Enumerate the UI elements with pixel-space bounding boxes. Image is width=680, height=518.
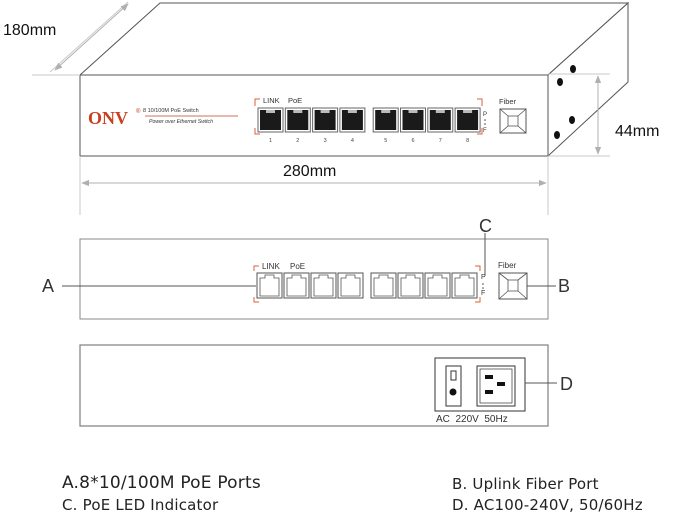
port-number: 8 (466, 138, 469, 144)
indicator-letter-p: P (483, 112, 487, 118)
ac-inlet-inner (479, 368, 513, 404)
side-screws (554, 65, 576, 139)
power-switch[interactable] (445, 365, 462, 407)
indicator-led-1 (484, 119, 486, 121)
depth-dim-label: 180mm (3, 22, 56, 39)
port-bracket-right (477, 98, 483, 135)
rear-panel-view: AC 220V 50Hz D (79, 344, 573, 427)
rj45-port (372, 107, 399, 133)
fp-rj45-port (424, 272, 451, 299)
legend-c: C. PoE LED Indicator (62, 496, 219, 514)
depth-dim-arrow (54, 3, 129, 71)
model-line: 8 10/100M PoE Switch (143, 108, 199, 114)
ac-pin-3 (485, 390, 493, 394)
fp-bracket-right (475, 265, 481, 303)
rj45-port (454, 107, 481, 133)
fiber-port (499, 108, 527, 134)
indicator-led-2 (484, 123, 486, 125)
brand-logo: ONV ® 8 10/100M PoE Switch Power over Et… (88, 108, 238, 128)
rj45-port (339, 107, 366, 133)
fp-led-label-poe: PoE (290, 262, 305, 271)
fp-port-group (256, 272, 478, 299)
front-panel-view: LINK PoE P F Fiber A B C (42, 216, 570, 320)
fp-rj45-port (283, 272, 310, 299)
power-switch-toggle (450, 370, 457, 381)
height-dim-label: 44mm (615, 123, 659, 140)
rj45-port (312, 107, 339, 133)
power-switch-dot (449, 388, 457, 396)
callout-c-letter: C (479, 216, 492, 236)
width-dim-label: 280mm (283, 163, 336, 180)
fp-rj45-port (397, 272, 424, 299)
fp-indicator-led-1 (482, 283, 484, 285)
legend-d: D. AC100-240V, 50/60Hz (452, 496, 643, 514)
fp-rj45-port (337, 272, 364, 299)
rj45-port (257, 107, 284, 133)
front-port-group: 1 2 3 4 5 6 7 8 (257, 107, 481, 144)
chassis-top-face (78, 2, 630, 76)
port-bracket-left (254, 98, 260, 135)
ac-pin-2 (497, 382, 505, 386)
callout-b-letter: B (558, 276, 570, 296)
legend-b: B. Uplink Fiber Port (452, 475, 599, 493)
fp-rj45-port (370, 272, 397, 299)
fp-indicator-led-2 (482, 287, 484, 289)
fp-rj45-port (256, 272, 283, 299)
fiber-label: Fiber (499, 97, 517, 106)
ac-pin-1 (485, 375, 493, 379)
tagline: Power over Ethernet Switch (149, 119, 213, 125)
fp-rj45-port (451, 272, 478, 299)
port-number: 1 (269, 138, 272, 144)
callout-a-letter: A (42, 276, 54, 296)
indicator-letter-f: F (483, 128, 487, 134)
fp-fiber-label: Fiber (498, 261, 517, 270)
fp-indicator-letter-p: P (481, 274, 486, 281)
power-rating-label: AC 220V 50Hz (436, 414, 508, 425)
port-number: 2 (296, 138, 299, 144)
fp-indicator-letter-f: F (481, 290, 485, 297)
port-number: 3 (324, 138, 327, 144)
port-number: 6 (412, 138, 415, 144)
rj45-port (400, 107, 426, 133)
rj45-port (284, 107, 311, 133)
fp-bracket-left (253, 265, 259, 303)
callout-d-letter: D (560, 374, 573, 394)
ac-inlet (476, 365, 516, 407)
led-label-poe: PoE (288, 96, 302, 105)
fp-fiber-port (498, 272, 528, 300)
legend-a: A.8*10/100M PoE Ports (62, 473, 261, 493)
port-number: 5 (384, 138, 387, 144)
fp-rj45-port (310, 272, 337, 299)
fp-led-label-link: LINK (262, 262, 280, 271)
isometric-view: 180mm 44mm 280mm ONV ® 8 10/100M PoE Swi… (3, 1, 659, 215)
port-number: 7 (439, 138, 442, 144)
led-label-link: LINK (263, 96, 280, 105)
registered-mark: ® (136, 108, 141, 115)
port-number: 4 (351, 138, 354, 144)
rj45-port (427, 107, 454, 133)
brand-name: ONV (88, 108, 128, 128)
